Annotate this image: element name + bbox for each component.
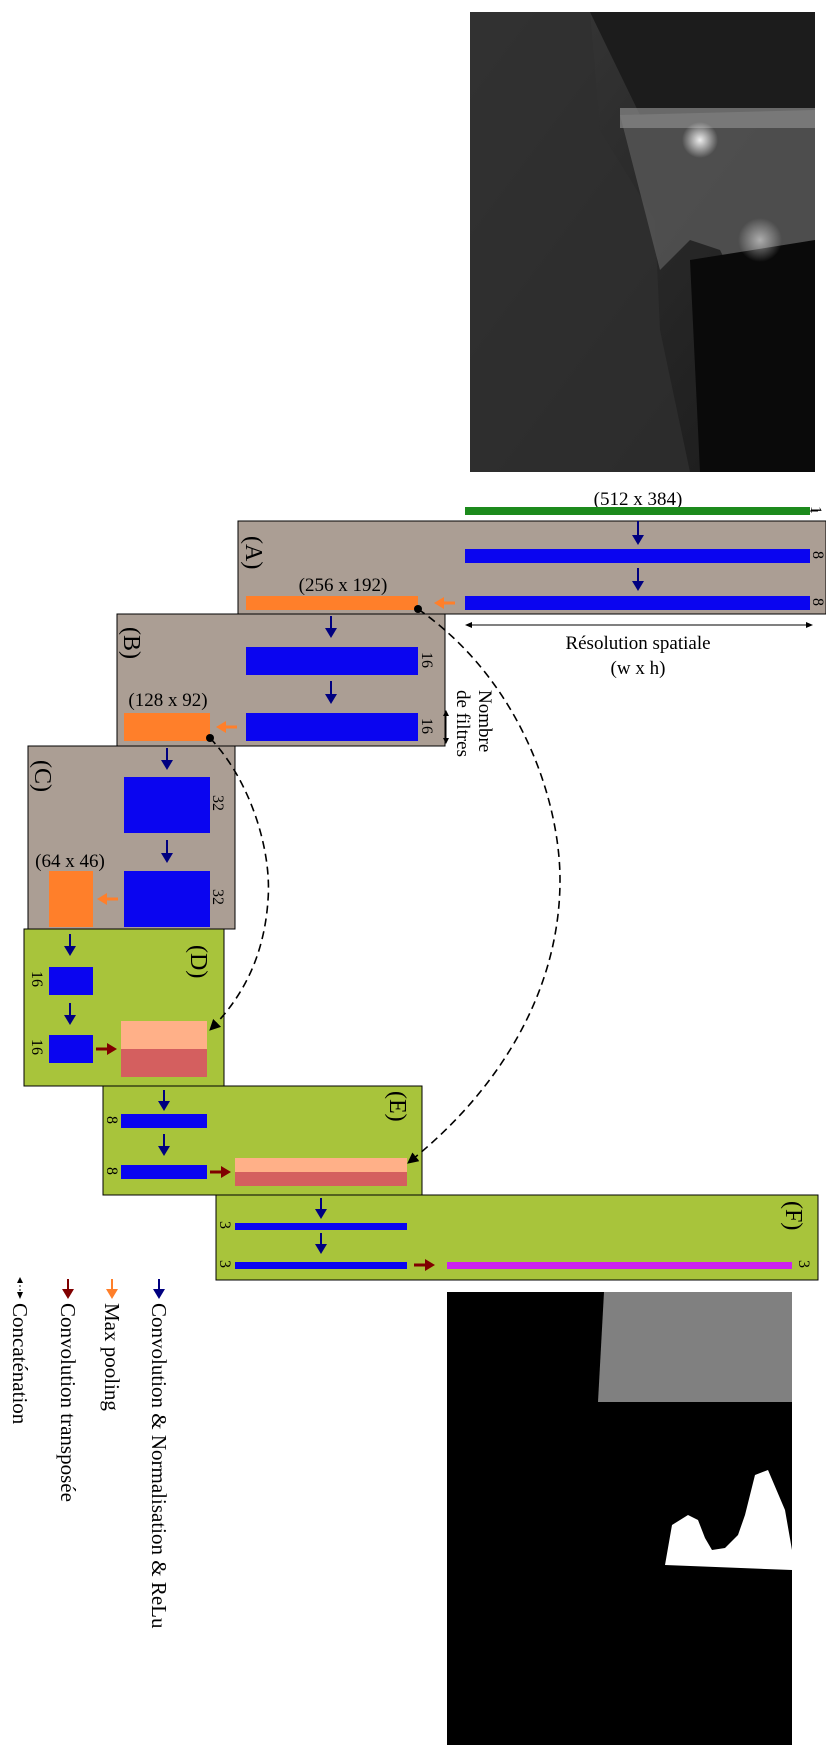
dotted-double-arrow-icon (17, 1277, 23, 1299)
spatial-resolution-arrow (465, 622, 813, 628)
conv-block-f2 (235, 1262, 407, 1269)
resolution-b: (128 x 92) (128, 690, 207, 711)
filter-count-input: 1 (807, 506, 824, 514)
legend-label-concat: Concaténation (8, 1303, 32, 1425)
filter-count-e1: 8 (103, 1116, 120, 1124)
filters-label-2: de filtres (452, 690, 473, 757)
filter-count-e2: 8 (103, 1167, 120, 1175)
upconv-block-d (121, 1049, 207, 1077)
stage-e-label: (E) (384, 1091, 410, 1122)
filter-count-f-out: 3 (795, 1260, 812, 1268)
conv-block-b1 (246, 647, 418, 675)
conv-block-f1 (235, 1223, 407, 1230)
stage-c-label: (C) (29, 760, 55, 792)
filter-count-b1: 16 (418, 652, 435, 668)
spatial-resolution-unit: (w x h) (611, 658, 666, 679)
conv-block-c1 (124, 777, 210, 833)
legend-label-upconv: Convolution transposée (56, 1303, 80, 1502)
output-block-f (447, 1262, 792, 1269)
pool-block-b (124, 713, 210, 741)
conv-block-a1 (465, 549, 810, 563)
stage-b-label: (B) (118, 627, 144, 659)
input-resolution: (512 x 384) (594, 489, 683, 510)
input-bar (465, 507, 810, 515)
filters-label: Nombre (474, 690, 495, 752)
conv-block-e2 (121, 1165, 207, 1179)
filter-count-d1: 16 (28, 971, 45, 987)
output-segmentation (447, 1292, 792, 1745)
filter-count-c2: 32 (209, 889, 226, 905)
filter-count-b2: 16 (418, 718, 435, 734)
conv-block-d1 (49, 967, 93, 995)
stage-f-label: (F) (780, 1201, 806, 1230)
filter-count-c1: 32 (209, 795, 226, 811)
resolution-a: (256 x 192) (299, 575, 388, 596)
conv-block-c2 (124, 871, 210, 927)
input-image (470, 12, 815, 472)
filter-count-f2: 3 (216, 1260, 233, 1268)
filter-count-f1: 3 (216, 1221, 233, 1229)
darkred-down-arrow-icon (62, 1279, 74, 1299)
stage-d-label: (D) (185, 945, 211, 978)
filter-count-a2: 8 (809, 598, 826, 606)
pool-block-a (246, 596, 418, 610)
conv-block-d2 (49, 1035, 93, 1063)
conv-block-e1 (121, 1114, 207, 1128)
legend: Convolution & Normalisation & ReLu Max p… (8, 1277, 171, 1629)
pool-block-c (49, 871, 93, 927)
filter-count-a1: 8 (809, 551, 826, 559)
filter-count-d2: 16 (28, 1039, 45, 1055)
upconv-block-e (235, 1172, 407, 1186)
skip-block-d (121, 1021, 207, 1049)
legend-label-pool: Max pooling (100, 1303, 124, 1411)
stage-a-label: (A) (240, 536, 266, 569)
legend-label-conv: Convolution & Normalisation & ReLu (147, 1303, 171, 1629)
conv-block-b2 (246, 713, 418, 741)
conv-block-a2 (465, 596, 810, 610)
navy-down-arrow-icon (153, 1279, 165, 1299)
skip-block-e (235, 1158, 407, 1172)
orange-down-arrow-icon (106, 1279, 118, 1299)
spatial-resolution-label: Résolution spatiale (565, 633, 710, 654)
resolution-c: (64 x 46) (35, 851, 105, 872)
